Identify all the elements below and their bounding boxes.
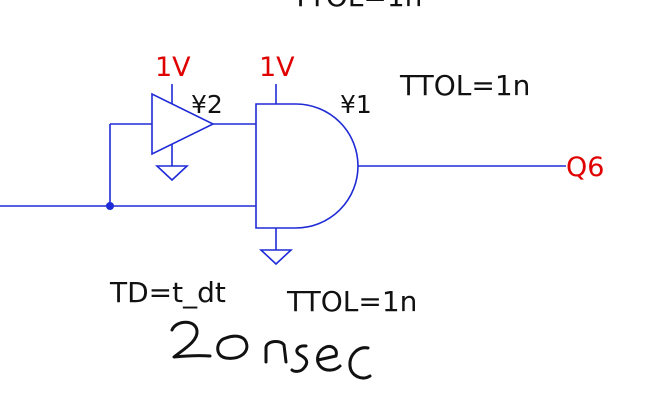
hand-stroke-2 [170,320,212,359]
and-ref-label: ¥1 [340,90,372,119]
buffer-supply-label: 1V [155,52,191,83]
and-gate-y1[interactable] [255,84,359,266]
td-param-label: TD=t_dt [109,276,226,309]
and-gate-icon [255,103,359,229]
hand-stroke-c [348,346,372,380]
hand-stroke-n [264,339,288,364]
ground-icon [154,165,190,182]
hand-stroke-0 [216,334,249,360]
wires [0,123,566,207]
ground-icon [258,249,294,266]
buffer-ref-label: ¥2 [191,90,223,119]
top-partial-ttol-label: TTOL=1n [291,0,422,13]
and-ttol-label: TTOL=1n [399,69,530,102]
ttol-param-label: TTOL=1n [286,285,417,318]
output-net-label[interactable]: Q6 [566,152,604,183]
junction-dot-icon [106,202,114,210]
buffer-gate-icon [151,92,215,156]
hand-stroke-e [316,345,342,372]
buffer-gate-y2[interactable] [151,84,215,182]
handwritten-note [170,320,372,380]
and-supply-label: 1V [259,52,295,83]
hand-stroke-s [290,344,309,373]
